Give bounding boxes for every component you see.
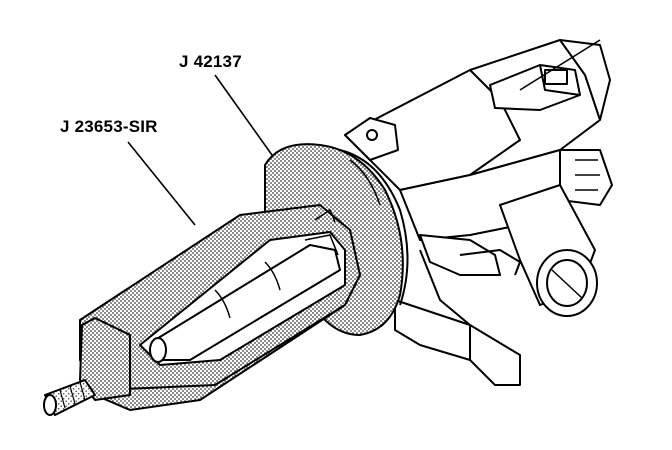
- leader-j42137: [214, 74, 273, 156]
- leader-housing: [519, 39, 601, 91]
- callout-j23653-sir: J 23653-SIR: [60, 117, 158, 136]
- steering-column-housing: [344, 39, 613, 386]
- callout-j42137: J 42137: [179, 52, 242, 71]
- j23653-sir-tool: [43, 204, 361, 416]
- leader-lines: [127, 39, 601, 226]
- leader-j23653-sir: [127, 141, 196, 226]
